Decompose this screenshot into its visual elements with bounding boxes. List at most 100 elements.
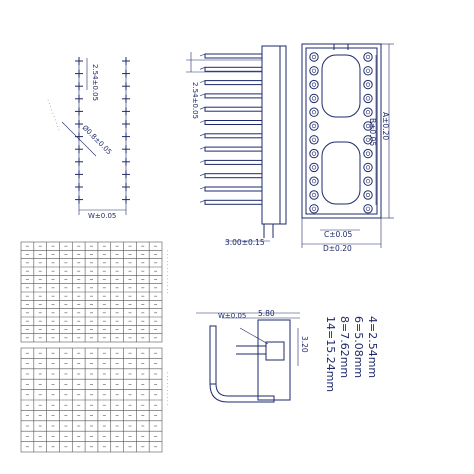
row-spacing-note-3: 8=7.62mm: [338, 316, 351, 378]
side-pin-tip: [199, 160, 206, 163]
contact-outer: [309, 135, 319, 145]
top-outline: [301, 43, 382, 219]
contact-inner: [365, 110, 371, 115]
contact-inner: [311, 165, 317, 170]
top-inner-outline: [305, 47, 378, 215]
top-view: [301, 43, 382, 219]
contact-inner: [311, 123, 317, 129]
side-pin: [204, 53, 263, 59]
contact-outer: [363, 190, 373, 200]
side-pin-tip: [199, 200, 206, 203]
contact-outer: [309, 190, 319, 200]
contact-inner: [365, 54, 371, 60]
contact-outer: [309, 121, 319, 131]
side-view: [261, 45, 287, 238]
bottom-580-label: 5.80: [258, 309, 275, 318]
width-d-label: D±0.20: [323, 244, 352, 253]
contact-inner: [311, 54, 317, 60]
contact-outer: [363, 121, 373, 131]
contact-outer: [309, 93, 319, 104]
contact-inner: [365, 82, 371, 87]
contact-inner: [311, 137, 317, 142]
side-pin-tip: [199, 133, 206, 137]
side-pin: [204, 80, 263, 86]
contact-outer: [363, 79, 373, 90]
contact-outer: [363, 107, 373, 117]
bottom-320-label: 3.20: [300, 336, 309, 353]
top-window-upper: [321, 54, 361, 118]
layout-width-label: W±0.05: [88, 212, 116, 220]
contact-inner: [365, 192, 371, 198]
side-pin-tip: [199, 80, 206, 83]
side-pin-tip: [199, 186, 206, 190]
contact-inner: [365, 68, 371, 73]
layout-vertical-note: · · · · · · · · · ·: [44, 99, 61, 133]
row-spacing-note-1: 4=2.54mm: [366, 316, 379, 378]
top-window-lower: [321, 141, 361, 205]
contact-inner: [311, 96, 317, 101]
table-lower-side-note: · · · · · · · · · ·: [164, 372, 170, 405]
contact-outer: [309, 79, 319, 90]
length-a-label: A±0.20: [381, 112, 390, 140]
row-spacing-note-4: 14=15.24mm: [324, 316, 337, 392]
contact-inner: [365, 96, 371, 101]
contact-inner: [365, 206, 371, 211]
contact-outer: [309, 204, 319, 214]
contact-outer: [309, 66, 319, 76]
side-pin: [204, 106, 263, 112]
contact-inner: [311, 151, 317, 156]
table-upper-side-note: · · · · · · · · · · · · ·: [164, 250, 170, 294]
spec-table-upper: [20, 241, 163, 343]
contact-inner: [311, 68, 317, 73]
contact-inner: [365, 165, 371, 170]
contact-inner: [311, 206, 317, 211]
width-c-label: C±0.05: [324, 230, 352, 239]
side-pin: [204, 199, 263, 205]
side-pin: [204, 159, 263, 165]
contact-outer: [363, 93, 373, 104]
contact-outer: [363, 162, 373, 173]
contact-inner: [311, 179, 317, 184]
hole-leader-line: [61, 121, 97, 157]
contact-inner: [311, 192, 317, 198]
bottom-width-label: W±0.05: [218, 312, 246, 320]
pin-length-label: 3.00±0.15: [225, 238, 265, 247]
detail-body: [257, 319, 291, 401]
bent-pin-detail: [209, 319, 291, 403]
contact-outer: [309, 107, 319, 117]
side-body: [261, 45, 287, 225]
side-pin: [204, 66, 263, 72]
layout-pitch-label: 2.54±0.05: [91, 64, 99, 101]
contact-inner: [365, 123, 371, 129]
contact-outer: [309, 162, 319, 173]
contact-outer: [363, 204, 373, 214]
side-pin-tip: [199, 93, 206, 97]
contact-outer: [363, 66, 373, 76]
spec-table-lower: [20, 347, 163, 453]
side-pin-tip: [199, 120, 206, 123]
side-pin: [204, 173, 263, 179]
contact-outer: [363, 52, 373, 62]
contact-outer: [309, 148, 319, 159]
contact-inner: [365, 137, 371, 142]
side-pin: [204, 186, 263, 192]
length-b-label: B±0.05: [368, 118, 377, 146]
contact-inner: [311, 110, 317, 115]
side-pin: [204, 146, 263, 152]
hole-diameter-label: Ø0.8±0.05: [81, 124, 114, 157]
side-pins: [199, 53, 263, 205]
contact-inner: [365, 151, 371, 156]
row-spacing-note-2: 6=5.08mm: [352, 316, 365, 378]
side-pitch-label: 2.54±0.05: [191, 82, 199, 119]
contact-outer: [363, 148, 373, 159]
side-pin: [204, 93, 263, 99]
side-pin: [204, 120, 263, 125]
side-pin: [204, 133, 263, 139]
side-pin-tip: [199, 173, 206, 176]
side-pin-tip: [199, 106, 206, 110]
side-pin-tip: [199, 53, 206, 57]
side-pin-tip: [199, 67, 206, 70]
contact-outer: [363, 135, 373, 145]
contact-outer: [309, 52, 319, 62]
